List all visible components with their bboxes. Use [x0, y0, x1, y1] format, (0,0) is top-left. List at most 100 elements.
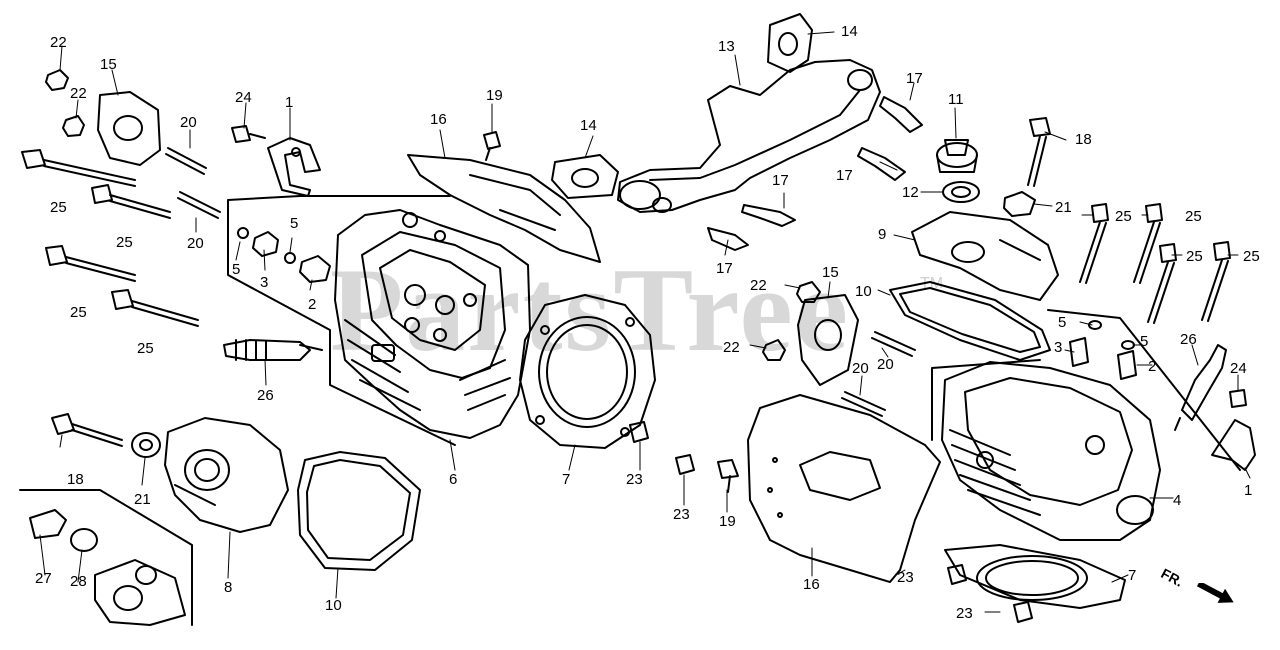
callout-9: 9: [878, 226, 887, 243]
callout-25-c: 25: [70, 304, 87, 321]
callout-5-left-a: 5: [232, 261, 241, 278]
callout-3-right: 3: [1054, 339, 1063, 356]
head-cover-left: [164, 417, 289, 533]
nut-d: [762, 339, 786, 361]
callout-25-e: 25: [1115, 208, 1132, 225]
seal-21-left: [131, 432, 161, 458]
spark-plug-left: [223, 339, 323, 361]
callout-3-left: 3: [260, 274, 269, 291]
callout-15-left: 15: [100, 56, 117, 73]
insulator-left: [97, 91, 161, 166]
callout-19-bottom: 19: [719, 513, 736, 530]
nut-a: [45, 69, 69, 91]
cover-gasket-left: [297, 451, 421, 571]
callout-25-b: 25: [116, 234, 133, 251]
callout-1-left: 1: [285, 94, 294, 111]
stud-mid-a: [871, 331, 916, 357]
callout-5-right-b: 5: [1140, 333, 1149, 350]
callout-13: 13: [718, 38, 735, 55]
group-outline-left: [227, 195, 456, 446]
stud-left-a: [165, 147, 207, 175]
head-shield-left: [407, 154, 601, 263]
callout-17-c: 17: [772, 172, 789, 189]
callout-20-b: 20: [187, 235, 204, 252]
callout-17-d: 17: [716, 260, 733, 277]
callout-12: 12: [902, 184, 919, 201]
callout-10-left: 10: [325, 597, 342, 614]
callout-27: 27: [35, 570, 52, 587]
bolt-25-g: [1147, 243, 1177, 324]
insulator-mid: [797, 294, 859, 386]
callout-24-left: 24: [235, 89, 252, 106]
bolt-17-d: [707, 227, 749, 251]
callout-22-a: 22: [50, 34, 67, 51]
callout-23-d: 23: [956, 605, 973, 622]
callout-21-left: 21: [134, 491, 151, 508]
manifold-gasket-mid: [551, 154, 619, 199]
bolt-17-c: [741, 204, 796, 227]
callout-22-b: 22: [70, 85, 87, 102]
callout-10-right: 10: [855, 283, 872, 300]
oil-cap: [936, 139, 978, 173]
callout-17-a: 17: [906, 70, 923, 87]
inset-parts: [29, 509, 186, 626]
callout-23-c: 23: [897, 569, 914, 586]
valve-parts-right: [1069, 320, 1137, 380]
callout-26-right: 26: [1180, 331, 1197, 348]
callout-1-right: 1: [1244, 482, 1253, 499]
callout-22-d: 22: [723, 339, 740, 356]
inset-outline: [19, 489, 193, 626]
callout-23-b: 23: [673, 506, 690, 523]
bolt-18-left: [51, 413, 123, 447]
dowel-23-c: [947, 564, 967, 585]
callout-24-right: 24: [1230, 360, 1247, 377]
callout-6: 6: [449, 471, 458, 488]
callout-8: 8: [224, 579, 233, 596]
dowel-23-d: [1013, 601, 1033, 623]
seal-21-right: [1003, 191, 1036, 217]
callout-17-b: 17: [836, 167, 853, 184]
head-cover-right: [911, 211, 1059, 301]
bolt-19-top: [483, 131, 501, 161]
cylinder-head-left: [334, 209, 531, 439]
callout-25-h: 25: [1243, 248, 1260, 265]
callout-18-right: 18: [1075, 131, 1092, 148]
callout-19-top: 19: [486, 87, 503, 104]
callout-16-right: 16: [803, 576, 820, 593]
bolt-24-left: [231, 125, 266, 143]
intake-manifold: [617, 59, 881, 213]
callout-7-right: 7: [1128, 567, 1137, 584]
head-shield-right: [747, 394, 941, 583]
callout-23-a: 23: [626, 471, 643, 488]
callout-16-left: 16: [430, 111, 447, 128]
stud-mid-b: [841, 391, 886, 417]
bolt-17-b: [857, 147, 906, 181]
callout-5-left-b: 5: [290, 215, 299, 232]
front-direction-arrow-icon: [1196, 583, 1234, 603]
callout-25-a: 25: [50, 199, 67, 216]
callout-25-f: 25: [1185, 208, 1202, 225]
stud-left-b: [177, 191, 221, 219]
bracket-right: [1211, 419, 1256, 471]
callout-18-left: 18: [67, 471, 84, 488]
callout-15-mid: 15: [822, 264, 839, 281]
dowel-23-b: [675, 454, 695, 475]
manifold-gasket-top: [767, 13, 813, 73]
callout-11: 11: [948, 91, 964, 108]
dowel-23-a: [629, 421, 649, 443]
bolt-25-f: [1133, 203, 1163, 284]
watermark-text: PartsTree: [330, 243, 850, 376]
bolt-25-e: [1079, 203, 1109, 284]
callout-4: 4: [1173, 492, 1182, 509]
watermark-trademark: TM: [920, 275, 944, 292]
nut-c: [796, 281, 821, 303]
spark-plug-right: [1174, 344, 1227, 431]
cap-seal-12: [942, 181, 980, 203]
bracket-left: [267, 137, 321, 197]
callout-7-left: 7: [562, 471, 571, 488]
callout-20-c: 20: [877, 356, 894, 373]
bolt-24-right: [1229, 389, 1247, 408]
cover-gasket-right: [889, 281, 1051, 361]
